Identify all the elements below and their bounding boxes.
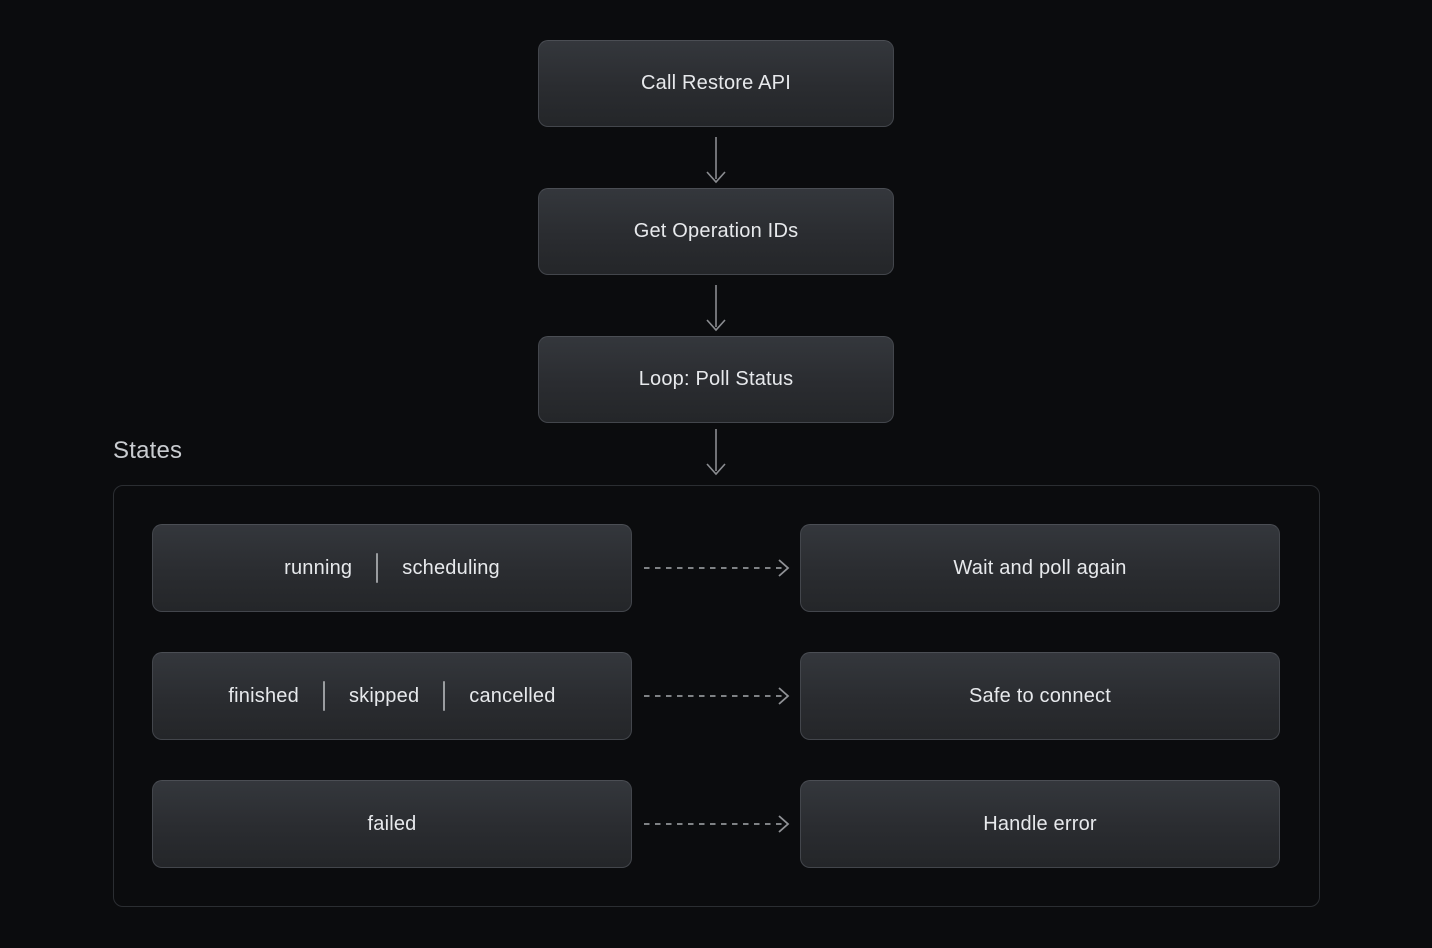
dashed-arrow-right-icon	[642, 684, 796, 708]
arrow-down-icon	[702, 284, 730, 336]
separator-divider	[443, 681, 446, 711]
state-label: cancelled	[469, 684, 556, 707]
flow-node-label: Call Restore API	[641, 72, 791, 94]
action-node-handle-error: Handle error	[800, 780, 1280, 868]
state-node-failed: failed	[152, 780, 632, 868]
flow-node-call-restore-api: Call Restore API	[538, 40, 894, 127]
separator-divider	[376, 553, 379, 583]
state-node-finished-skipped-cancelled: finished skipped cancelled	[152, 652, 632, 740]
action-label: Safe to connect	[969, 684, 1111, 707]
state-label: failed	[367, 812, 417, 835]
state-node-running-scheduling: running scheduling	[152, 524, 632, 612]
flow-node-label: Loop: Poll Status	[638, 368, 794, 390]
states-container	[113, 485, 1320, 907]
state-label: scheduling	[402, 556, 500, 579]
states-group-label: States	[113, 437, 183, 464]
action-label: Handle error	[983, 812, 1097, 835]
action-node-safe-to-connect: Safe to connect	[800, 652, 1280, 740]
dashed-arrow-right-icon	[642, 556, 796, 580]
state-label: finished	[228, 684, 299, 707]
state-label: running	[284, 556, 353, 579]
arrow-down-icon	[702, 428, 730, 480]
action-label: Wait and poll again	[953, 556, 1127, 579]
flow-node-get-operation-ids: Get Operation IDs	[538, 188, 894, 275]
action-node-wait-and-poll-again: Wait and poll again	[800, 524, 1280, 612]
flow-node-label: Get Operation IDs	[633, 220, 799, 242]
separator-divider	[322, 681, 325, 711]
state-label: skipped	[348, 684, 420, 707]
flow-node-loop-poll-status: Loop: Poll Status	[538, 336, 894, 423]
dashed-arrow-right-icon	[642, 812, 796, 836]
arrow-down-icon	[702, 136, 730, 188]
